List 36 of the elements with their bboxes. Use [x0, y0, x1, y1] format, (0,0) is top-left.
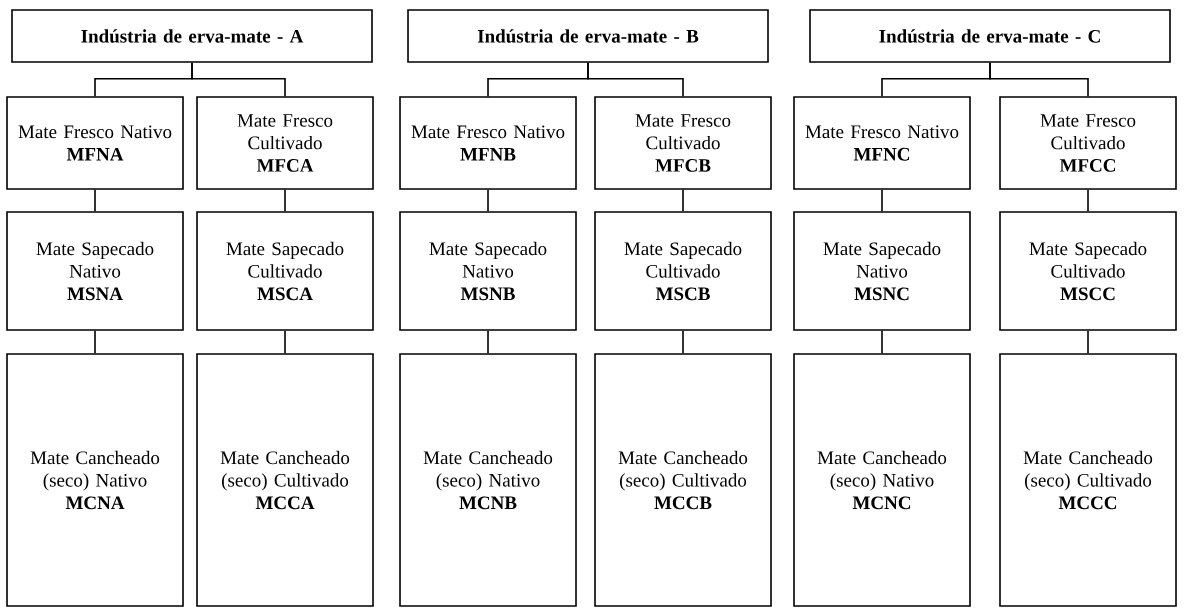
process-box: Mate Cancheado (seco) Cultivado MCCB — [594, 353, 772, 607]
process-box: Mate Sapecado Cultivado MSCC — [999, 211, 1177, 331]
connector-line — [989, 62, 1089, 97]
header-box: Indústria de erva-mate - C — [809, 9, 1171, 63]
process-box: Mate Cancheado (seco) Nativo MCNA — [6, 353, 184, 607]
connector-line — [94, 330, 96, 354]
process-box: Mate Sapecado Nativo MSNA — [6, 211, 184, 331]
header-box: Indústria de erva-mate - A — [11, 9, 373, 63]
process-box: Mate Sapecado Nativo MSNB — [399, 211, 577, 331]
connector-line — [284, 330, 286, 354]
connector-line — [487, 189, 489, 212]
connector-line — [1087, 330, 1089, 354]
process-box: Mate Cancheado (seco) Nativo MCNC — [793, 353, 971, 607]
connector-line — [1087, 189, 1089, 212]
process-box: Mate Sapecado Cultivado MSCB — [594, 211, 772, 331]
process-box: Mate Sapecado Nativo MSNC — [793, 211, 971, 331]
process-box: Mate Sapecado Cultivado MSCA — [196, 211, 374, 331]
connector-line — [191, 62, 286, 97]
connector-line — [94, 189, 96, 212]
connector-line — [881, 189, 883, 212]
process-box: Mate Fresco Nativo MFNA — [6, 96, 184, 190]
process-box: Mate Fresco Nativo MFNC — [793, 96, 971, 190]
process-box: Mate Fresco Nativo MFNB — [399, 96, 577, 190]
header-box: Indústria de erva-mate - B — [407, 9, 769, 63]
process-box: Mate Fresco Cultivado MFCC — [999, 96, 1177, 190]
connector-line — [284, 189, 286, 212]
process-box: Mate Cancheado (seco) Cultivado MCCA — [196, 353, 374, 607]
connector-line — [487, 330, 489, 354]
connector-line — [682, 189, 684, 212]
process-box: Mate Cancheado (seco) Cultivado MCCC — [999, 353, 1177, 607]
process-box: Mate Fresco Cultivado MFCB — [594, 96, 772, 190]
process-box: Mate Cancheado (seco) Nativo MCNB — [399, 353, 577, 607]
connector-line — [881, 330, 883, 354]
process-box: Mate Fresco Cultivado MFCA — [196, 96, 374, 190]
connector-line — [587, 62, 684, 97]
connector-line — [682, 330, 684, 354]
